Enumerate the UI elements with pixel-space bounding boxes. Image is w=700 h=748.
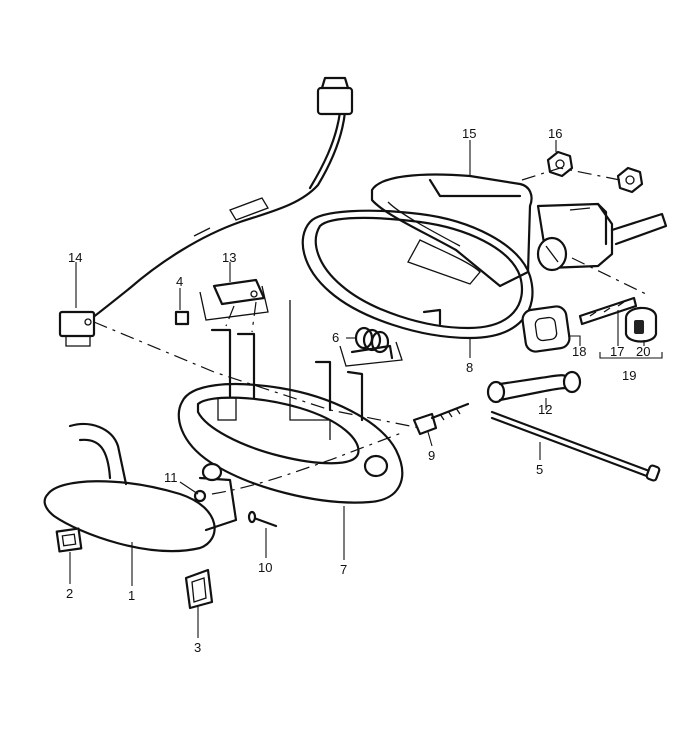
callout-3: 3 (194, 640, 201, 655)
callout-9: 9 (428, 448, 435, 463)
callout-8: 8 (466, 360, 473, 375)
callout-14: 14 (68, 250, 82, 265)
gasket-3 (184, 568, 214, 610)
microswitch-13 (199, 278, 269, 321)
callout-10: 10 (258, 560, 272, 575)
handle-frame-7 (177, 300, 404, 504)
callout-labels: 1 2 3 4 5 6 7 8 9 10 11 12 13 14 15 16 1… (66, 126, 650, 655)
clip-4 (174, 310, 190, 326)
leader-lines (69, 140, 663, 638)
callout-7: 7 (340, 562, 347, 577)
callout-15: 15 (462, 126, 476, 141)
callout-12: 12 (538, 402, 552, 417)
spring-6 (339, 326, 403, 367)
callout-5: 5 (536, 462, 543, 477)
pin-10 (247, 510, 278, 528)
screw-9 (412, 402, 470, 436)
rod-5 (490, 410, 661, 482)
wiring-harness-14 (58, 76, 354, 347)
callout-4: 4 (176, 274, 183, 289)
nuts-16 (546, 150, 644, 194)
callout-16: 16 (548, 126, 562, 141)
callout-2: 2 (66, 586, 73, 601)
gasket-2 (55, 527, 83, 553)
callout-13: 13 (222, 250, 236, 265)
lock-housing-15 (370, 173, 668, 288)
callout-20: 20 (636, 344, 650, 359)
callout-17: 17 (610, 344, 624, 359)
handle-grip-1 (43, 422, 238, 553)
lock-set-19 (521, 296, 658, 353)
callout-1: 1 (128, 588, 135, 603)
assembly-lines (93, 167, 651, 495)
callout-11: 11 (164, 470, 178, 485)
callout-18: 18 (572, 344, 586, 359)
callout-6: 6 (332, 330, 339, 345)
lever-12 (486, 370, 582, 404)
callout-19: 19 (622, 368, 636, 383)
